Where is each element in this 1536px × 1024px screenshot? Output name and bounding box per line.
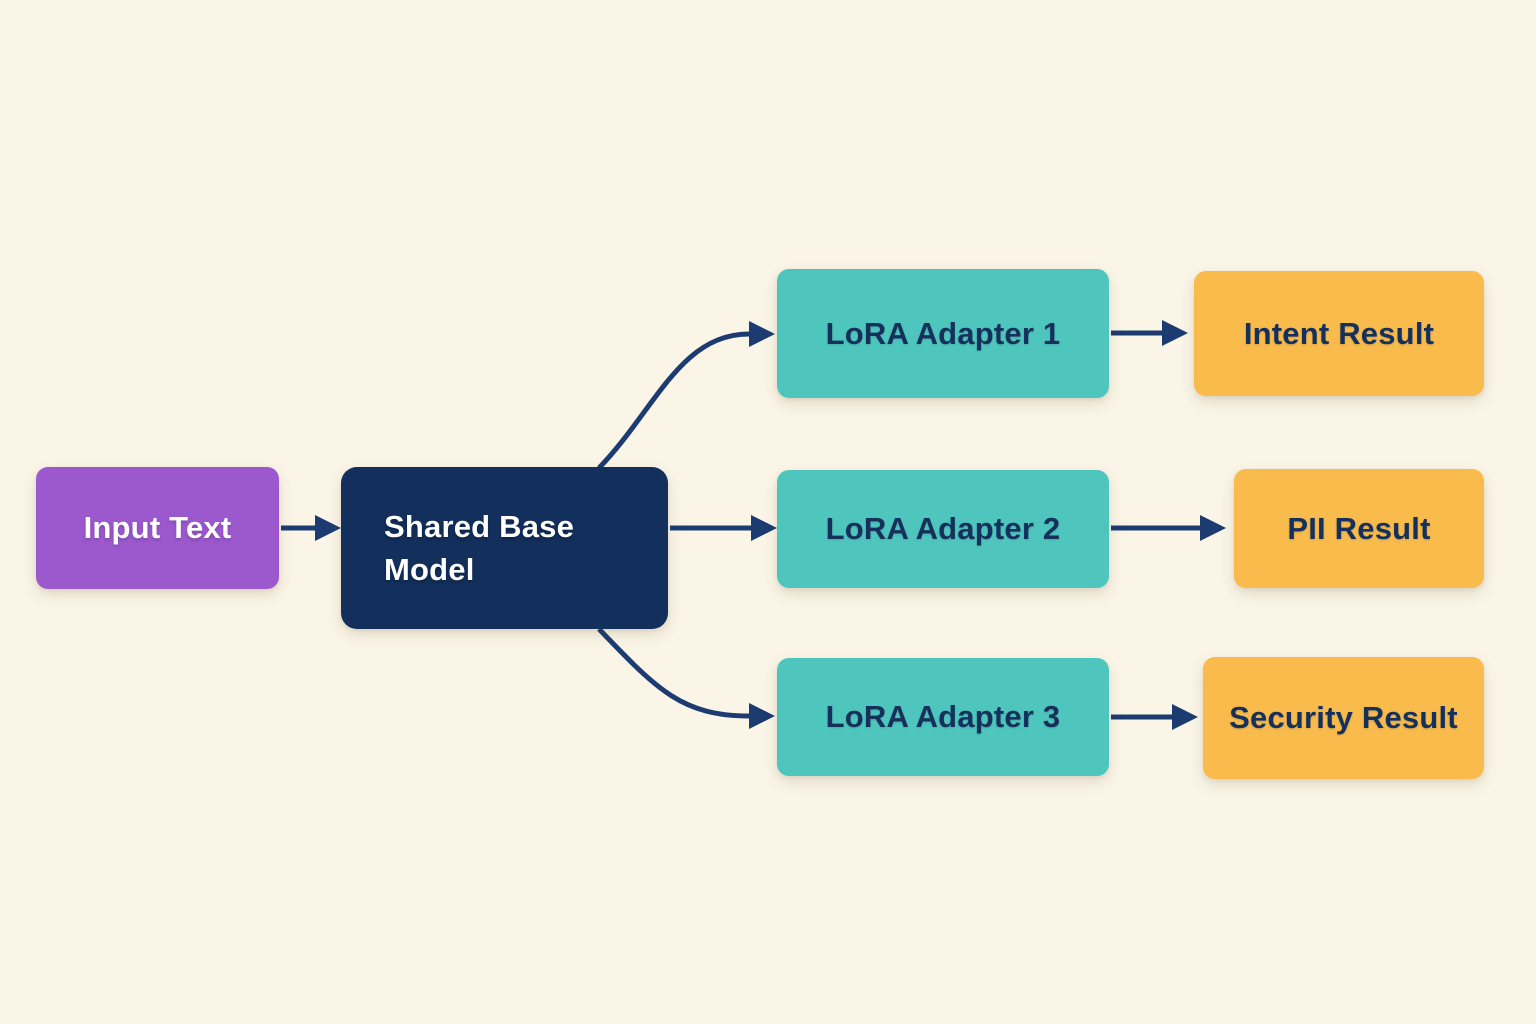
- node-pii-result: PII Result: [1234, 469, 1484, 588]
- node-security-result-label: Security Result: [1229, 700, 1458, 735]
- node-lora-adapter-2: LoRA Adapter 2: [777, 470, 1109, 588]
- node-input-text: Input Text: [36, 467, 279, 589]
- edge-base-to-adapter3-arrow: [597, 627, 775, 729]
- node-lora-adapter-3-label: LoRA Adapter 3: [825, 699, 1061, 734]
- node-shared-base-model: Shared Base Model: [341, 467, 668, 629]
- node-security-result: Security Result: [1203, 657, 1484, 779]
- node-lora-adapter-3: LoRA Adapter 3: [777, 658, 1109, 776]
- node-pii-result-label: PII Result: [1287, 510, 1431, 546]
- edge-base-to-adapter1-arrow: [597, 321, 775, 470]
- node-lora-adapter-2-label: LoRA Adapter 2: [825, 511, 1061, 546]
- node-intent-result: Intent Result: [1194, 271, 1484, 396]
- node-input-text-label: Input Text: [83, 510, 232, 545]
- node-shared-base-model-label: Shared Base Model: [384, 509, 575, 587]
- node-lora-adapter-1: LoRA Adapter 1: [777, 269, 1109, 398]
- node-intent-result-label: Intent Result: [1243, 315, 1435, 351]
- node-lora-adapter-1-label: LoRA Adapter 1: [825, 315, 1061, 351]
